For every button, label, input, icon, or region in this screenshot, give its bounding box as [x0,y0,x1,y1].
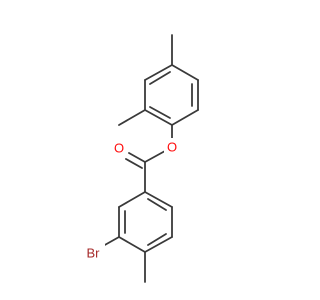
bond-ring2-a [118,191,146,208]
molecule-structure: O O Br [83,34,199,283]
oxygen-carbonyl-label: O [114,141,124,156]
bond-ring1-double-1 [149,71,171,85]
bromine-bg [83,244,105,262]
bond-ring1-c [144,109,173,126]
bond-ring2-d [144,236,173,253]
bond-ring2-f [144,191,173,208]
bond-ring1-double-2 [149,106,171,119]
oxygen-ester-label: O [167,140,177,155]
oxygen-ester-bg [164,138,180,156]
ester-linkage [125,124,173,193]
bond-ring2-c [118,236,146,253]
oxygen-carbonyl-bg [111,139,127,157]
bond-ring1-a [144,64,173,81]
bromine-label: Br [87,246,101,261]
bond-methyl-left [118,109,146,126]
bromomethylphenyl-ring [102,191,173,283]
molecule-canvas: O O Br [83,34,199,283]
bond-carbonyl-double-b [125,158,143,169]
bond-ring2-double-2 [147,233,167,246]
atom-labels: O O Br [83,138,180,262]
bond-ring1-d [171,109,199,126]
bond-oxygen-to-carbonyl [144,150,166,163]
bond-ring1-f [171,64,199,81]
bond-ring2-double-3 [147,198,167,211]
bond-carbonyl-double-a [128,152,146,163]
dimethylphenyl-ring [118,34,199,126]
bond-to-bromine [102,236,120,247]
